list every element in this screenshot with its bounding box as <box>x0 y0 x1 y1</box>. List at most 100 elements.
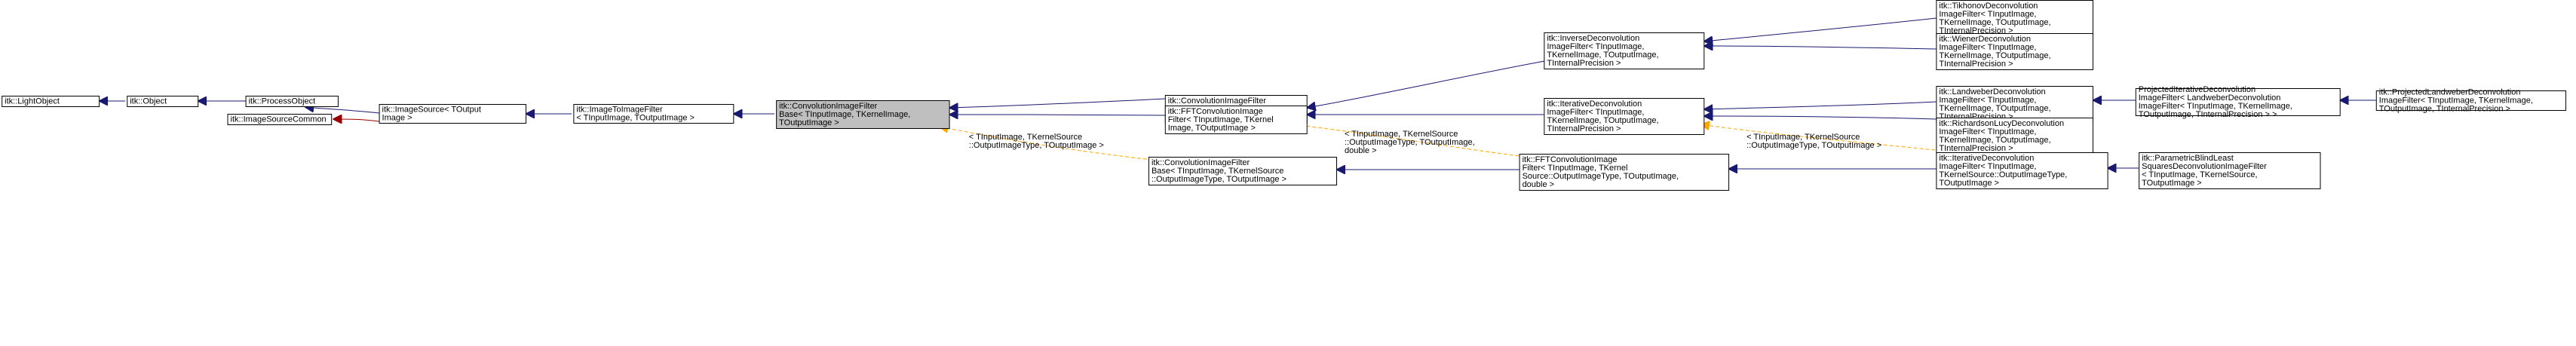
node-imagesource[interactable]: itk::ImageSource< TOutputImage > <box>379 104 527 124</box>
node-label-line: itk::ProcessObject <box>249 97 316 106</box>
node-landweber-deconvolution[interactable]: itk::LandweberDeconvolutionImageFilter< … <box>1936 86 2093 123</box>
node-processobject[interactable]: itk::ProcessObject <box>245 96 339 107</box>
node-projected-landweber-deconvolution[interactable]: itk::ProjectedLandweberDeconvolutionImag… <box>2375 88 2567 114</box>
node-label-line: < TInputImage, TKernelSource, <box>2142 170 2257 179</box>
node-fft-convolution-image-filter-2-box <box>1519 154 1730 191</box>
node-parametric-blind-least-squares[interactable]: itk::ParametricBlindLeastSquaresDeconvol… <box>2139 152 2321 189</box>
node-object-box <box>127 96 199 107</box>
node-label-line: Filter< TInputImage, TKernel <box>1168 115 1274 124</box>
node-iterative-deconvolution-2[interactable]: itk::IterativeDeconvolutionImageFilter< … <box>1936 152 2108 189</box>
node-label-line: TInternalPrecision > <box>1547 59 1621 68</box>
node-label-line: Filter< TInputImage, TKernel <box>1523 164 1628 173</box>
node-richardson-lucy-deconvolution-box <box>1936 118 2093 155</box>
node-iterative-deconvolution[interactable]: itk::IterativeDeconvolutionImageFilter< … <box>1544 98 1705 135</box>
node-label-line: TInternalPrecision > <box>1939 144 2013 153</box>
node-inverse-deconvolution-box <box>1544 32 1705 69</box>
node-label-line: itk::ParametricBlindLeast <box>2142 154 2234 163</box>
node-parametric-blind-least-squares-box <box>2139 152 2321 189</box>
edge-label-fftconv2: < TInputImage, TKernelSource ::OutputIma… <box>1345 130 1477 155</box>
edge-imagesource-to-imagesourcecommon <box>333 119 379 121</box>
node-label-line: itk::InverseDeconvolution <box>1547 34 1639 43</box>
node-label-line: Base< TInputImage, TKernelSource <box>1152 167 1283 176</box>
node-richardson-lucy-deconvolution[interactable]: itk::RichardsonLucyDeconvolutionImageFil… <box>1936 118 2093 155</box>
node-label-line: itk::WienerDeconvolution <box>1939 35 2031 44</box>
edge-iterdeconv2-to-iterdeconv <box>1700 124 1978 155</box>
node-label-line: TOutputImage > <box>1939 179 1999 188</box>
node-label-line: ImageFilter< TInputImage, <box>1547 42 1644 51</box>
node-label-line: itk::ConvolutionImageFilter <box>1168 96 1267 106</box>
node-label-line: ::OutputImageType, TOutputImage > <box>1152 175 1286 184</box>
node-label-line: TOutputImage, TInternalPrecision > <box>2379 105 2510 114</box>
node-label-line: TInternalPrecision > <box>1939 60 2013 69</box>
node-imagetoimagefilter-box <box>573 104 734 124</box>
node-label-line: itk::IterativeDeconvolution <box>1547 100 1642 109</box>
edge-label-convbase2: < TInputImage, TKernelSource ::OutputIma… <box>969 133 1104 150</box>
edge-imagesource-to-processobject <box>305 107 379 114</box>
node-label-line: itk::ImageSource< TOutput <box>382 106 481 115</box>
node-landweber-deconvolution-box <box>1936 86 2093 123</box>
node-tikhonov-deconvolution-box <box>1936 0 2093 37</box>
node-fft-convolution-image-filter-box <box>1164 106 1308 134</box>
node-processobject-box <box>245 96 339 107</box>
node-imagesourcecommon-box <box>227 114 333 125</box>
edge-convfilter-to-convbase <box>949 98 1165 108</box>
node-label-line: ImageFilter< TInputImage, <box>1939 43 2036 52</box>
node-label-line: itk::ProjectedLandweberDeconvolution <box>2379 88 2521 97</box>
edge-tikhonov-to-inversedeconv <box>1704 17 1937 41</box>
node-label-line: ImageFilter< TInputImage, TKernelImage, <box>2139 102 2292 111</box>
node-label-line: ImageFilter< TInputImage, TKernelImage, <box>2379 96 2533 106</box>
node-label-line: itk::FFTConvolutionImage <box>1168 107 1263 116</box>
node-label-line: itk::ImageToImageFilter <box>576 106 663 115</box>
node-object[interactable]: itk::Object <box>127 96 199 107</box>
node-label-line: Image, TOutputImage > <box>1168 124 1256 133</box>
node-label-line: Base< TInputImage, TKernelImage, <box>779 110 910 119</box>
node-label-line: TOutputImage, TInternalPrecision > > <box>2139 110 2277 119</box>
node-label-line: TOutputImage > <box>779 118 839 127</box>
node-label-line: TKernelImage, TOutputImage, <box>1939 18 2050 27</box>
edge-landweber-to-iterdeconv <box>1704 101 1937 109</box>
node-label-line: ImageFilter< LandweberDeconvolution <box>2139 93 2281 103</box>
node-label-line: TKernelImage, TOutputImage, <box>1939 51 2050 60</box>
node-projected-iterative-deconvolution[interactable]: ProjectedIterativeDeconvolutionImageFilt… <box>2135 85 2341 119</box>
node-label-line: itk::ConvolutionImageFilter <box>779 102 878 111</box>
node-label-line: ImageFilter< TInputImage, <box>1939 127 2036 136</box>
node-wiener-deconvolution-box <box>1936 33 2093 70</box>
edge-fftconv2-to-fftconv <box>1293 124 1520 157</box>
node-label-line: itk::FFTConvolutionImage <box>1523 155 1618 164</box>
node-label-line: TKernelImage, TOutputImage, <box>1939 104 2050 113</box>
node-iterative-deconvolution-box <box>1544 98 1705 135</box>
node-convolution-image-filter-base-2-box <box>1148 157 1338 185</box>
node-label-line: Source::OutputImageType, TOutputImage, <box>1523 172 1679 181</box>
edge-inversedeconv-to-fftconv <box>1307 60 1549 108</box>
node-label-line: itk::TikhonovDeconvolution <box>1939 2 2038 11</box>
node-label-line: TKernelImage, TOutputImage, <box>1939 136 2050 145</box>
node-label-line: ImageFilter< TInputImage, <box>1939 10 2036 19</box>
node-projected-landweber-deconvolution-box <box>2375 90 2567 111</box>
edge-convbase2-to-convbase <box>940 127 1165 162</box>
node-label-line: ImageFilter< TInputImage, <box>1547 108 1644 117</box>
node-label-line: ImageFilter< TInputImage, <box>1939 96 2036 105</box>
node-label-line: itk::Object <box>130 97 167 106</box>
edge-richardson-to-iterdeconv <box>1704 116 1937 119</box>
node-iterative-deconvolution-2-box <box>1936 152 2108 189</box>
node-lightobject[interactable]: itk::LightObject <box>2 96 100 107</box>
node-imagetoimagefilter[interactable]: itk::ImageToImageFilter< TInputImage, TO… <box>573 104 734 124</box>
node-label-line: TKernelImage, TOutputImage, <box>1547 51 1658 60</box>
node-label-line: double > <box>1523 180 1555 189</box>
node-label-line: itk::ConvolutionImageFilter <box>1152 158 1250 167</box>
node-imagesourcecommon[interactable]: itk::ImageSourceCommon <box>227 114 333 125</box>
node-label-line: Image > <box>382 114 412 123</box>
edge-wiener-to-inversedeconv <box>1704 46 1937 49</box>
node-label-line: TKernelSource::OutputImageType, <box>1939 170 2067 179</box>
node-imagesource-box <box>379 104 527 124</box>
node-label-line: < TInputImage, TOutputImage > <box>576 114 695 123</box>
node-label-line: TInternalPrecision > <box>1547 124 1621 133</box>
